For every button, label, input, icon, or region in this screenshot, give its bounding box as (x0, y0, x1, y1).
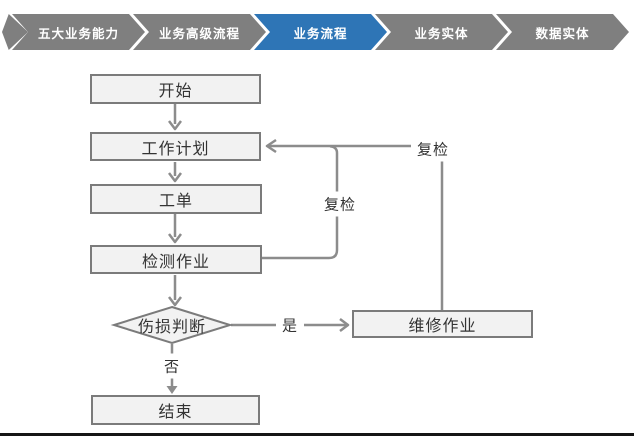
edge-label-yes: 是 (275, 312, 305, 338)
flow-node-end: 结束 (91, 395, 260, 425)
edge-label-recheck-outer: 复检 (410, 136, 456, 162)
edge-label-recheck-inner: 复检 (317, 191, 363, 217)
nav-item-data-entity[interactable]: 数据实体 (496, 14, 629, 50)
flow-node-decision: 伤损判断 (137, 319, 206, 336)
flow-node-inspect: 检测作业 (90, 245, 262, 274)
nav-item-business-process[interactable]: 业务流程 (254, 14, 387, 50)
flow-node-order: 工单 (90, 184, 262, 214)
edge-label-no: 否 (157, 353, 187, 379)
bottom-divider (0, 433, 634, 436)
nav-item-highlevel-process[interactable]: 业务高级流程 (133, 14, 266, 50)
breadcrumb: 五大业务能力 业务高级流程 业务流程 业务实体 数据实体 (2, 14, 630, 50)
flow-node-start: 开始 (90, 74, 261, 104)
flow-node-plan: 工作计划 (90, 132, 261, 161)
nav-item-business-capabilities[interactable]: 五大业务能力 (12, 14, 145, 50)
flow-node-repair: 维修作业 (352, 310, 533, 338)
nav-item-business-entity[interactable]: 业务实体 (375, 14, 508, 50)
